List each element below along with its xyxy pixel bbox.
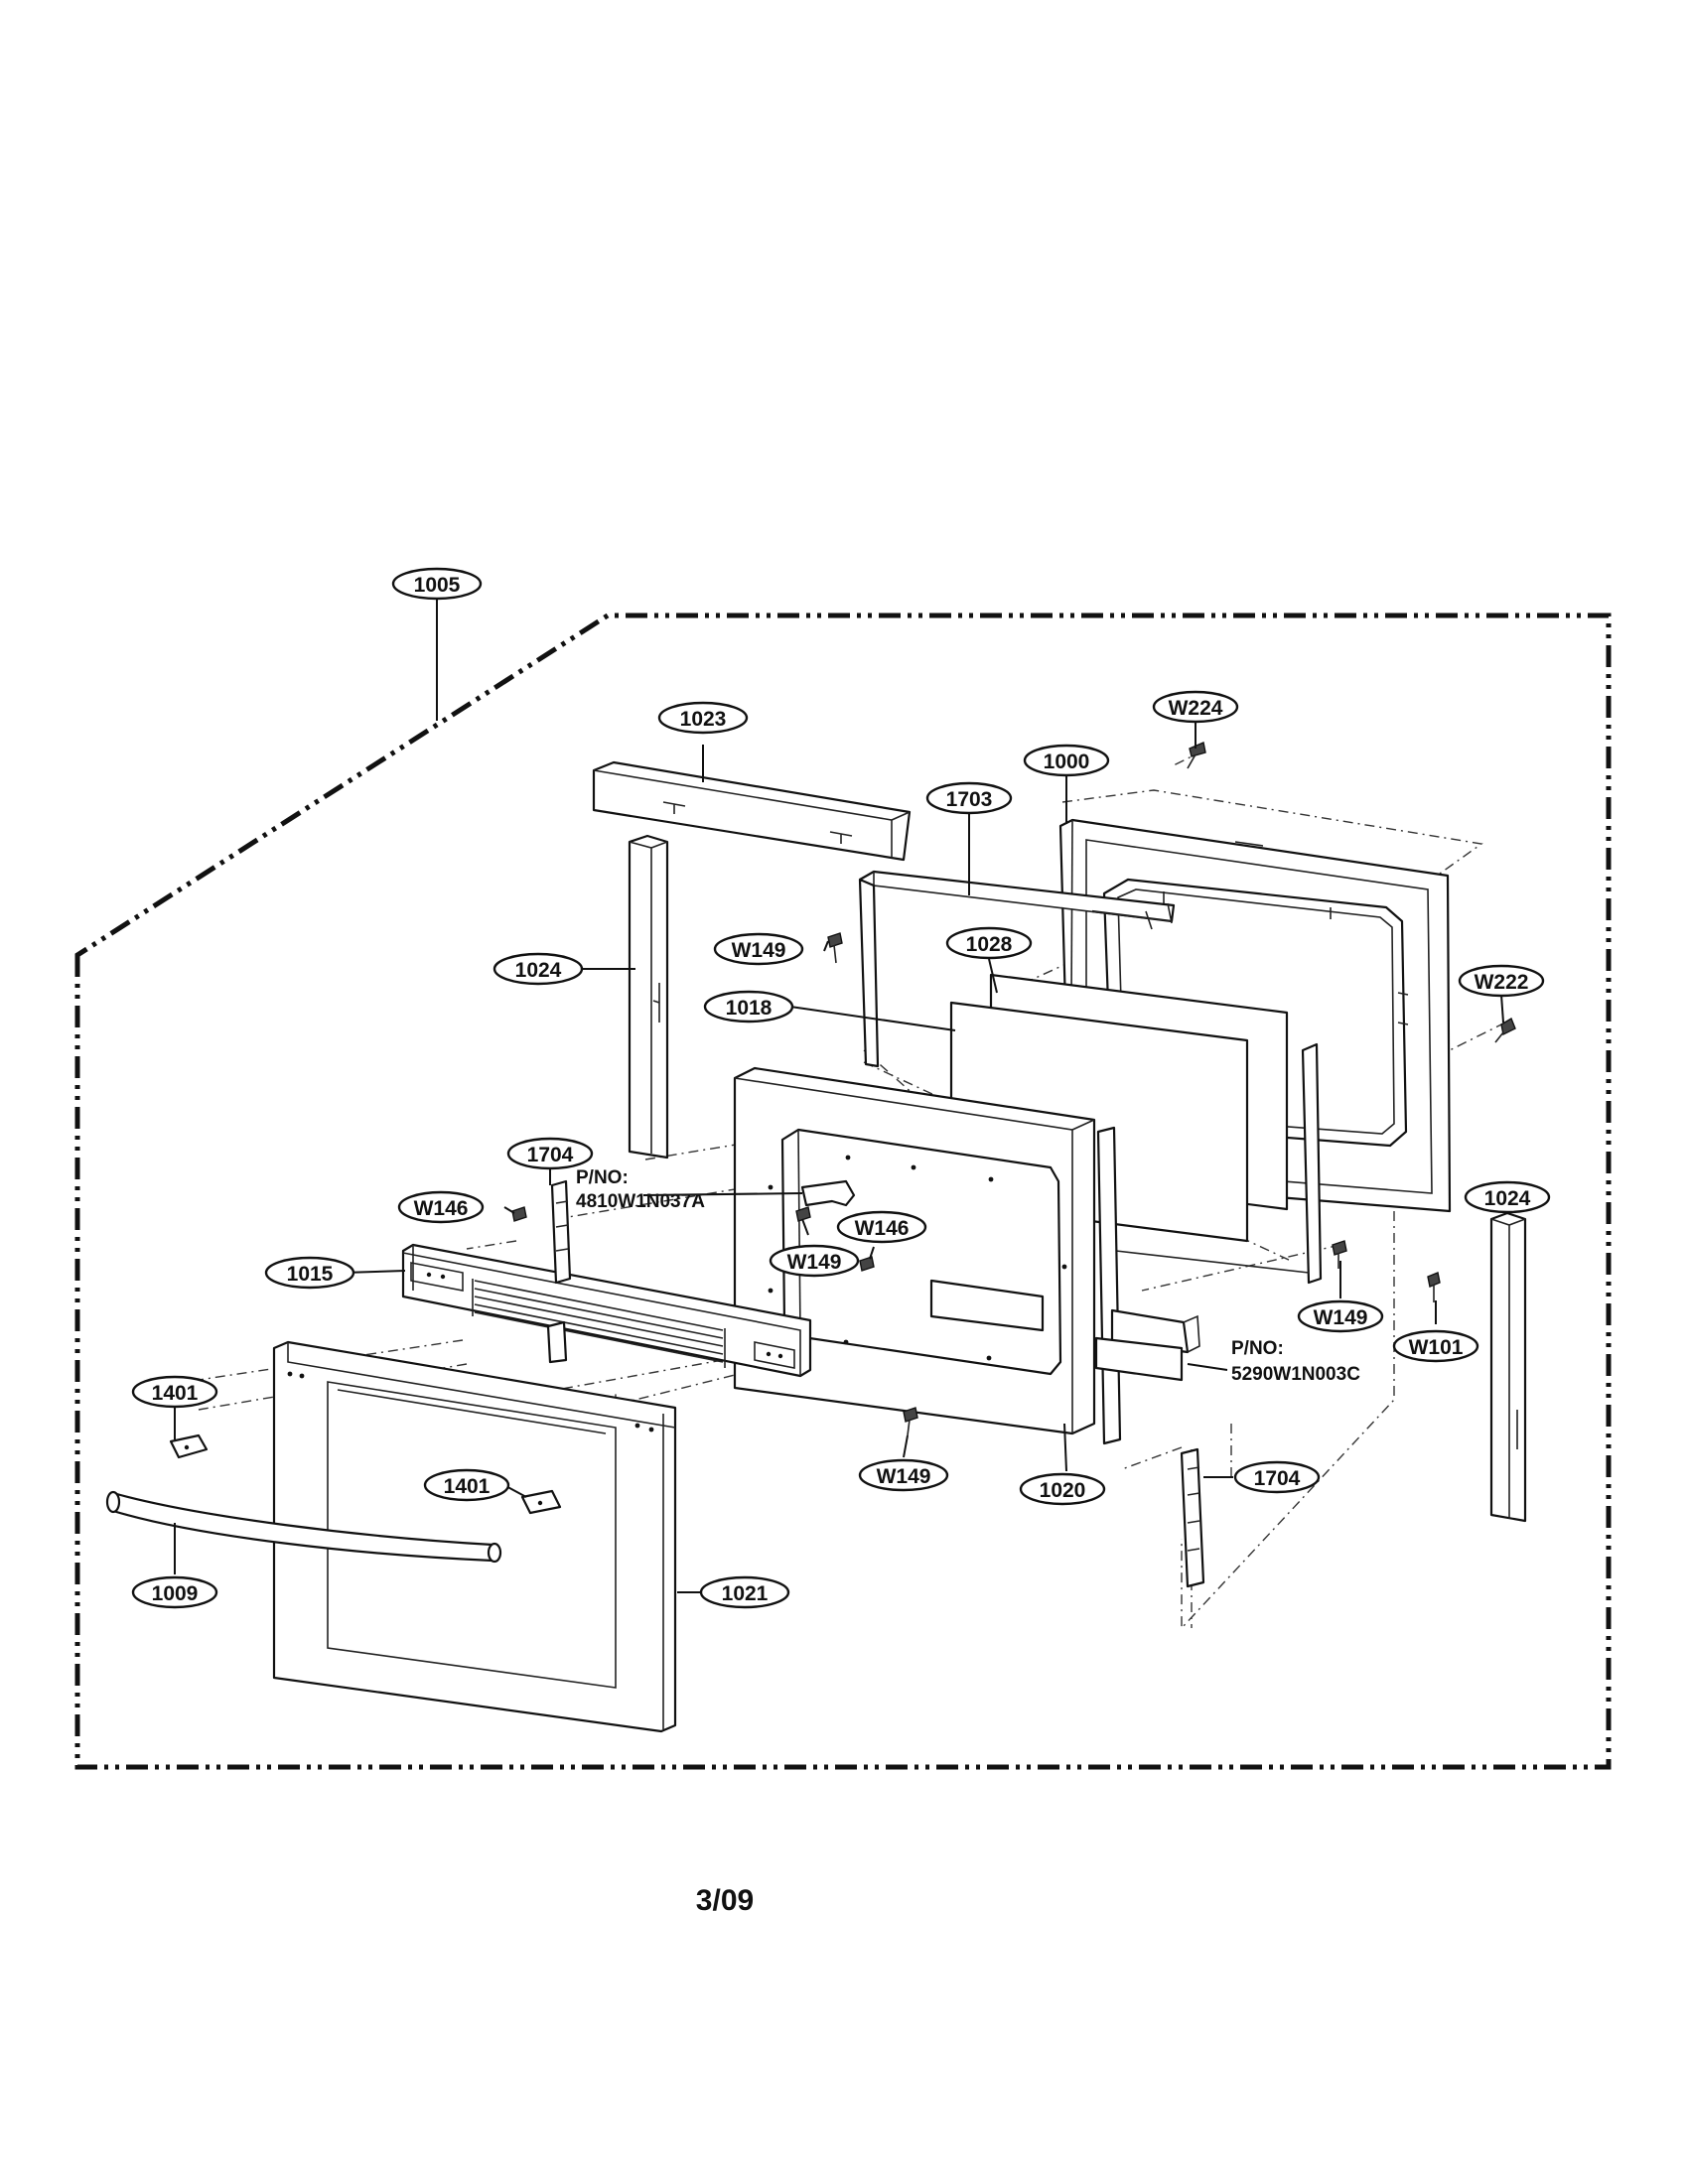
callout-w222: W222 [1458,964,1545,998]
callout-1021: 1021 [699,1575,790,1609]
callout-1704-right: 1704 [1233,1460,1321,1494]
screw-w146-left [511,1206,527,1222]
svg-text:1401: 1401 [152,1382,199,1405]
svg-text:1401: 1401 [444,1475,491,1498]
callout-1401-right: 1401 [423,1468,510,1502]
callout-1015: 1015 [264,1256,355,1290]
callout-w146-mid: W146 [836,1210,927,1244]
svg-text:1024: 1024 [1484,1187,1531,1210]
part-1703-spacer-frame [858,870,1323,1285]
svg-text:W146: W146 [414,1197,469,1220]
callout-1028: 1028 [945,926,1033,960]
screw-w222 [1494,1017,1516,1043]
callout-1704-left: 1704 [506,1137,594,1170]
part-1023-top-trim [592,760,912,862]
svg-text:1009: 1009 [152,1582,199,1605]
part-1401-bracket-left [169,1433,209,1459]
callout-w224: W224 [1152,690,1239,724]
screw-w149-lower [903,1407,918,1436]
callout-1023: 1023 [657,701,749,735]
pno-5290-value: 5290W1N003C [1231,1364,1360,1385]
svg-text:W149: W149 [877,1465,931,1488]
pno-4810-value: 4810W1N037A [576,1191,705,1212]
svg-text:1704: 1704 [1254,1467,1301,1490]
part-1015-vent-panel [401,1243,812,1378]
pno-5290-label: P/NO: [1231,1338,1284,1359]
screw-w149-right [1332,1240,1347,1269]
svg-text:W222: W222 [1475,971,1529,994]
part-1401-bracket-right [520,1489,562,1515]
part-baffle-strip [929,1279,1200,1354]
part-strip-5290W1N003C [1094,1336,1184,1382]
callout-w149-mid: W149 [769,1244,860,1278]
part-1704-left-hinge [546,1179,572,1364]
callout-w149-lower: W149 [858,1458,949,1492]
screw-w146-mid [859,1256,875,1272]
screw-w101 [1427,1272,1441,1302]
svg-text:W149: W149 [732,939,786,962]
svg-text:1024: 1024 [515,959,562,982]
svg-text:1018: 1018 [726,997,773,1020]
callouts: 1005 1023 W224 1000 1703 1024 W149 1028 … [131,567,1551,1609]
page-code: 3/09 [696,1884,754,1917]
callout-1024-right: 1024 [1464,1180,1551,1214]
svg-text:W224: W224 [1169,697,1223,720]
callout-1009: 1009 [131,1575,218,1609]
leader-lines [174,598,1504,1593]
callout-1018: 1018 [703,990,794,1024]
svg-text:1020: 1020 [1040,1479,1086,1502]
svg-text:W149: W149 [787,1251,842,1274]
pno-4810-label: P/NO: [576,1167,629,1188]
svg-text:1704: 1704 [527,1144,574,1166]
svg-text:1005: 1005 [414,574,461,597]
part-1009-handle [105,1490,502,1564]
screw-w149-mid [795,1206,811,1222]
screw-w149-upper [827,932,843,964]
part-1021-outer-door [272,1340,677,1733]
callout-w149-right: W149 [1297,1299,1384,1333]
screw-w224 [1187,742,1206,769]
callout-w149-upper: W149 [713,932,804,966]
callout-1703: 1703 [925,781,1013,815]
svg-text:1015: 1015 [287,1263,334,1286]
svg-text:1028: 1028 [966,933,1013,956]
svg-text:W101: W101 [1409,1336,1464,1359]
svg-text:1023: 1023 [680,708,727,731]
svg-text:1021: 1021 [722,1582,769,1605]
callout-w146-left: W146 [397,1190,485,1224]
part-clip-4810W1N037A [800,1179,856,1207]
callout-1005: 1005 [391,567,483,601]
assembly-boundary [74,613,1612,1770]
callout-1024-left: 1024 [492,952,584,986]
svg-text:W149: W149 [1314,1306,1368,1329]
callout-w101: W101 [1392,1329,1479,1363]
svg-text:W146: W146 [855,1217,910,1240]
callout-1000: 1000 [1023,744,1110,777]
part-1024-right-side-trim [1489,1211,1527,1523]
callout-1401-left: 1401 [131,1375,218,1409]
callout-1020: 1020 [1019,1472,1106,1506]
part-number-notes: P/NO: 4810W1N037A P/NO: 5290W1N003C [576,1167,1360,1385]
svg-text:1000: 1000 [1044,751,1090,773]
svg-text:1703: 1703 [946,788,993,811]
part-1704-right-hinge [1180,1447,1205,1588]
part-1024-left-side-trim [628,834,669,1160]
